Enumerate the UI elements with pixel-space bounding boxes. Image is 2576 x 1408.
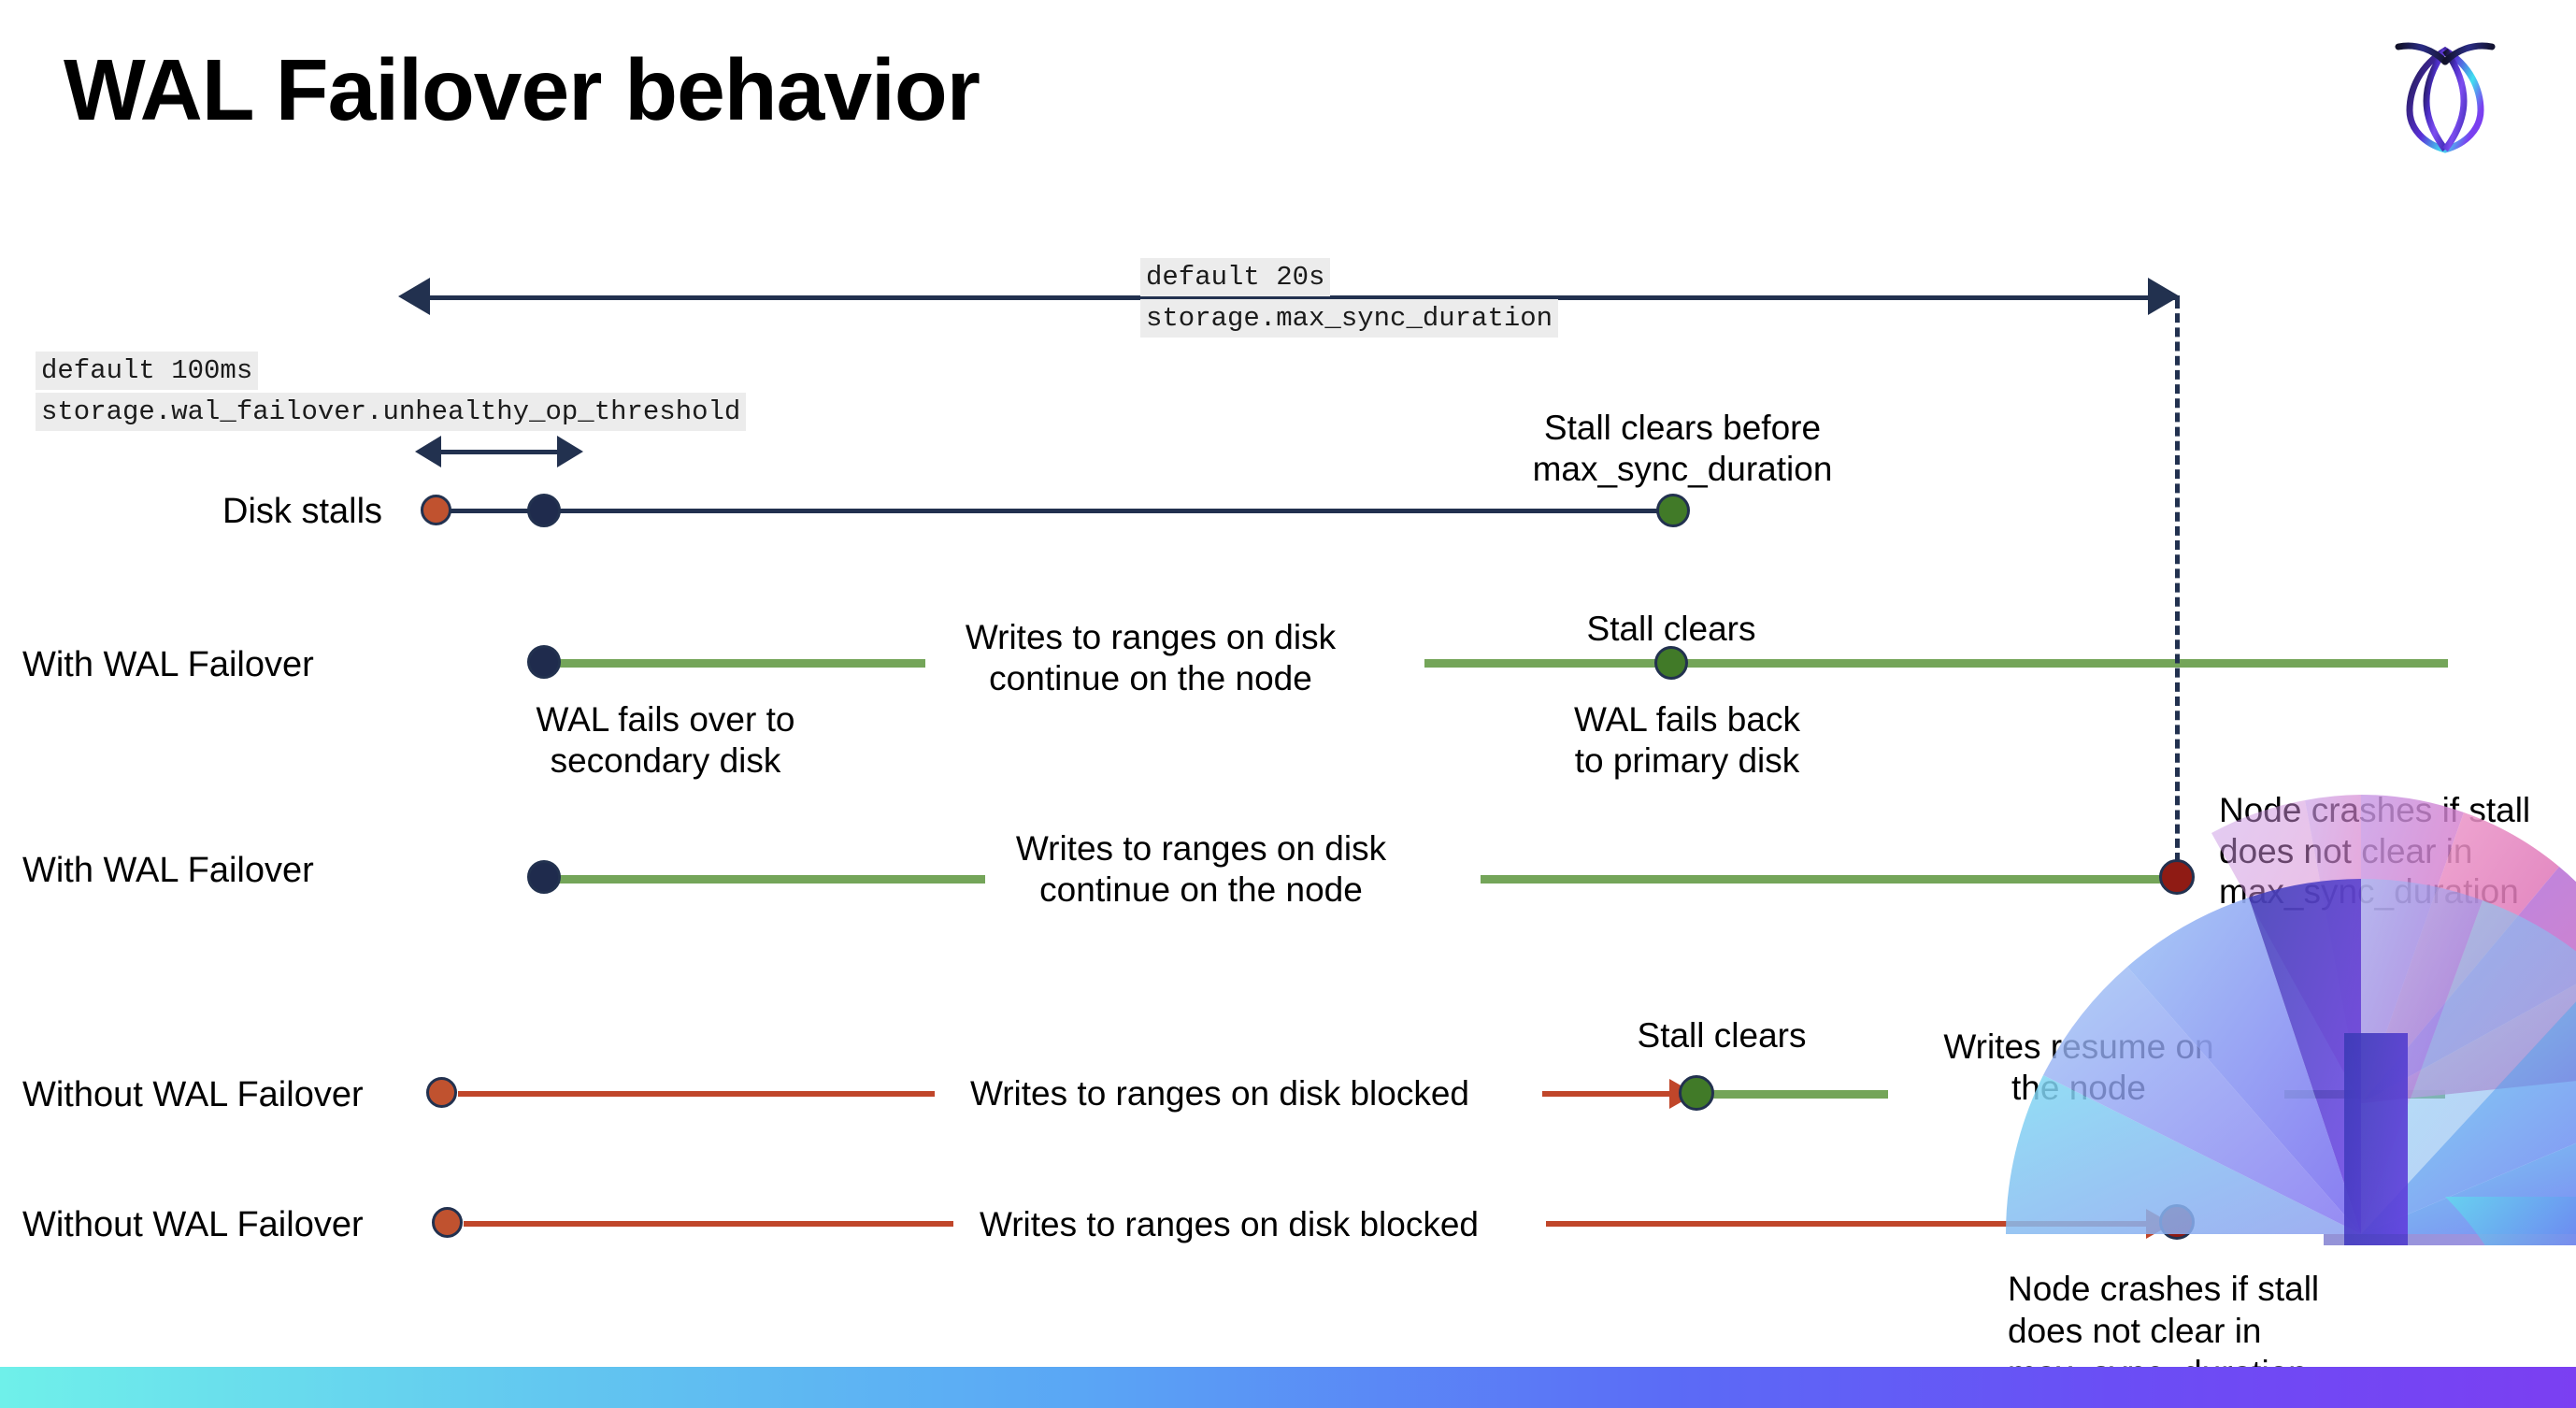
unhealthy-default-label: default 100ms <box>36 352 259 391</box>
note-writes-continue-1: Writes to ranges on disk continue on the… <box>965 618 1337 697</box>
row-label-with-wal-failover-1: With WAL Failover <box>22 645 314 684</box>
max-sync-arrow-left-head-icon <box>398 278 430 315</box>
note-stall-clears-2: Stall clears <box>1637 1016 1807 1055</box>
unhealthy-setting-label: storage.wal_failover.unhealthy_op_thresh… <box>36 393 747 432</box>
row-label-disk-stalls: Disk stalls <box>222 492 383 531</box>
note-node-crashes-1: Node crashes if stall does not clear in … <box>2219 791 2531 912</box>
wal-failover-1-segment-right <box>1424 659 2448 668</box>
unhealthy-arrow-left-head-icon <box>415 436 441 467</box>
without-wal-1-blocked-line-right <box>1542 1091 1682 1097</box>
page-title: WAL Failover behavior <box>64 41 980 138</box>
note-writes-blocked-1: Writes to ranges on disk blocked <box>969 1074 1470 1113</box>
note-writes-blocked-2: Writes to ranges on disk blocked <box>979 1205 1480 1243</box>
max-sync-arrow-right-head-icon <box>2148 278 2180 315</box>
note-wal-fails-back: WAL fails back to primary disk <box>1574 700 1800 780</box>
wal-failover-2-failover-dot <box>527 860 561 894</box>
row-label-without-wal-failover-1: Without WAL Failover <box>22 1075 364 1114</box>
without-wal-2-crash-dot <box>2159 1204 2195 1240</box>
bottom-gradient-bar <box>0 1367 2576 1408</box>
wal-failover-2-crash-dot <box>2159 859 2195 895</box>
max-sync-deadline-dashed-line <box>2175 299 2180 862</box>
max-sync-default-label: default 20s <box>1140 258 1331 297</box>
disk-stall-start-dot <box>421 495 451 525</box>
without-wal-2-stall-start-dot <box>432 1207 463 1238</box>
without-wal-1-blocked-line-left <box>458 1091 935 1097</box>
wal-failover-2-segment-left <box>557 875 985 884</box>
cockroachdb-logo-icon <box>2389 24 2501 165</box>
wal-failover-2-segment-right <box>1481 875 2174 884</box>
without-wal-2-blocked-line-left <box>464 1221 953 1227</box>
note-stall-clears-1: Stall clears <box>1586 610 1756 648</box>
wal-failover-1-failover-dot <box>527 645 561 679</box>
disk-stalls-timeline <box>439 509 1675 513</box>
note-writes-resume: Writes resume on the node <box>1943 1027 2214 1107</box>
note-writes-continue-2: Writes to ranges on disk continue on the… <box>1015 829 1387 909</box>
wal-failover-1-segment-left <box>557 659 925 668</box>
wal-failover-1-stall-clears-dot <box>1654 646 1688 680</box>
without-wal-2-blocked-line-right <box>1546 1221 2163 1227</box>
without-wal-1-stall-clears-dot <box>1679 1075 1714 1111</box>
disk-stall-cleared-dot <box>1656 494 1690 527</box>
without-wal-1-resume-segment <box>1710 1090 1888 1099</box>
note-wal-fails-over: WAL fails over to secondary disk <box>536 700 795 780</box>
disk-stall-detected-dot <box>527 494 561 527</box>
note-stall-clears-before-max-sync: Stall clears before max_sync_duration <box>1532 409 1833 488</box>
unhealthy-threshold-span-line <box>437 450 559 454</box>
max-sync-duration-arrow-line <box>430 295 2180 300</box>
row-label-without-wal-failover-2: Without WAL Failover <box>22 1205 364 1244</box>
without-wal-1-resume-segment-2 <box>2284 1090 2445 1099</box>
max-sync-setting-label: storage.max_sync_duration <box>1140 299 1559 338</box>
without-wal-1-stall-start-dot <box>426 1077 457 1108</box>
unhealthy-arrow-right-head-icon <box>557 436 583 467</box>
row-label-with-wal-failover-2: With WAL Failover <box>22 851 314 890</box>
